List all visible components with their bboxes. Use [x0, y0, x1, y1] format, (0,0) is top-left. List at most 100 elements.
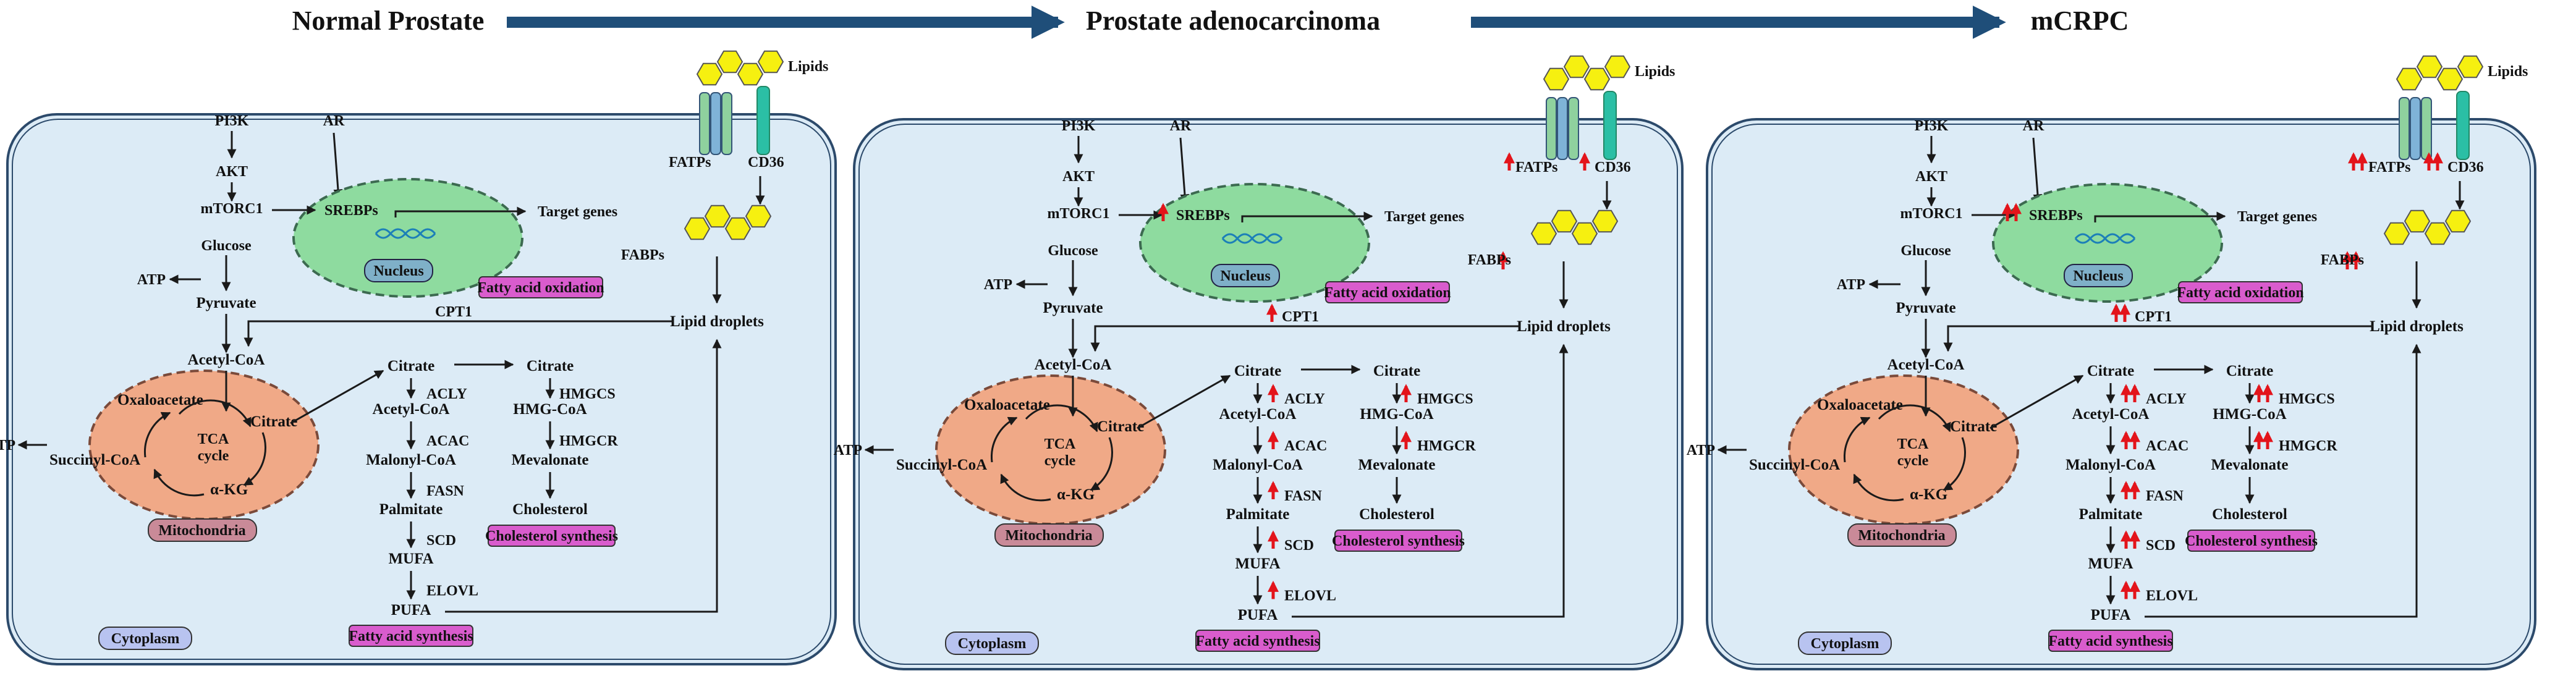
fatps-label: FATPs: [2368, 159, 2410, 175]
malonyl-coa-label: Malonyl-CoA: [1213, 457, 1303, 473]
tca-arrow: [1000, 473, 1051, 502]
mtorc1-label: mTORC1: [1900, 206, 1963, 222]
succinyl-coa-label: Succinyl-CoA: [1749, 457, 1840, 473]
acac-enzyme-label: ACAC: [1284, 438, 1327, 454]
cholesterol-label: Cholesterol: [512, 501, 588, 518]
citrate-label: Citrate: [2087, 363, 2134, 379]
pufa-to-lipid-droplets-arrow: [1292, 344, 1569, 618]
srebps-label: SREBPs: [324, 203, 378, 219]
nucleus-label-box: [364, 259, 433, 282]
palmitate-label: Palmitate: [1226, 506, 1290, 523]
mito-citrate-label: Citrate: [1097, 418, 1144, 435]
palmitate-label: Palmitate: [2079, 506, 2143, 523]
cpt1-arrow: [244, 320, 674, 347]
elovl-enzyme-label: ELOVL: [2146, 588, 2198, 604]
cycle-label: cycle: [1044, 453, 1076, 469]
lipid-hexagon: [1583, 67, 1611, 91]
glucose-label: Glucose: [201, 238, 252, 254]
cycle-label: cycle: [1897, 453, 1929, 469]
lipid-hexagon: [757, 50, 784, 74]
pathway-arrow: [1179, 137, 1190, 204]
mtorc1-label: mTORC1: [1048, 206, 1110, 222]
akt-label: AKT: [1915, 169, 1947, 185]
pufa-label: PUFA: [2091, 607, 2131, 623]
pufa-to-lipid-droplets-arrow: [445, 339, 722, 613]
lipid-hexagon: [2396, 67, 2423, 91]
cholesterol-synthesis-box-label: Cholesterol synthesis: [485, 528, 618, 544]
cholesterol-synthesis-box: [1334, 530, 1462, 552]
nucleus: [1139, 183, 1370, 303]
lipid-hexagon: [2436, 67, 2464, 91]
mitochondria-label-box: [994, 523, 1104, 547]
citrate-label: Citrate: [388, 358, 434, 374]
acac-enzyme-label: ACAC: [426, 433, 469, 449]
fatp-transporter: [1568, 97, 1579, 160]
stage-title-adenocarcinoma: Prostate adenocarcinoma: [1086, 6, 1380, 36]
succinyl-coa-label: Succinyl-CoA: [49, 452, 140, 468]
hmgcs-enzyme-label: HMGCS: [559, 386, 616, 402]
nucleus-label: Nucleus: [1220, 268, 1270, 284]
pyruvate-label: Pyruvate: [1896, 300, 1955, 316]
glucose-label: Glucose: [1048, 243, 1098, 259]
fabps-label: FABPs: [2321, 252, 2364, 268]
lipids-label: Lipids: [788, 59, 828, 75]
hmgcr-enzyme-label: HMGCR: [559, 433, 618, 449]
cytoplasm-label-box: [98, 627, 192, 650]
fatps-label: FATPs: [669, 154, 711, 171]
cytoplasm-label: Cytoplasm: [958, 636, 1027, 652]
cpt1-label: CPT1: [435, 304, 472, 320]
cd36-transporter: [2456, 91, 2470, 160]
cd36-transporter: [1603, 91, 1617, 160]
scd-enzyme-label: SCD: [1284, 538, 1314, 554]
target-genes-arrow: [2094, 211, 2226, 222]
mito-citrate-label: Citrate: [250, 413, 297, 430]
acac-enzyme-label: ACAC: [2146, 438, 2188, 454]
pufa-label: PUFA: [391, 602, 431, 619]
lipid-droplets-label: Lipid droplets: [1517, 318, 1611, 335]
fatps-label: FATPs: [1515, 159, 1557, 175]
cd36-label: CD36: [2447, 159, 2484, 175]
target-genes-label: Target genes: [2237, 209, 2317, 225]
lipid-droplets-label: Lipid droplets: [670, 313, 764, 330]
nucleus-label: Nucleus: [373, 263, 423, 279]
hmg-coa-label: HMG-CoA: [1360, 406, 1433, 423]
akt-label: AKT: [1062, 169, 1095, 185]
lipid-hexagon: [2424, 222, 2451, 245]
acetyl-coa-label: Acetyl-CoA: [1035, 357, 1112, 373]
cholesterol-synthesis-box: [488, 525, 616, 547]
fatp-transporter: [710, 92, 721, 155]
fabps-label: FABPs: [621, 247, 664, 263]
tca-arrow: [243, 432, 266, 486]
lipid-hexagon: [1571, 222, 1598, 245]
acetyl-coa-label: Acetyl-CoA: [2072, 406, 2150, 423]
akg-label: α-KG: [210, 481, 248, 498]
lipid-hexagon: [2416, 55, 2443, 78]
fatty-acid-oxidation-box: [478, 276, 603, 298]
lipid-hexagon: [1530, 222, 1557, 245]
cd36-label: CD36: [1595, 159, 1631, 175]
mito-citrate-label: Citrate: [1950, 418, 1997, 435]
hmg-coa-label: HMG-CoA: [513, 401, 587, 418]
cholesterol-label: Cholesterol: [2212, 506, 2287, 523]
atp-label: ATP: [1837, 277, 1865, 293]
cytoplasm-label: Cytoplasm: [1811, 636, 1879, 652]
glucose-label: Glucose: [1900, 243, 1951, 259]
fatp-transporter: [1557, 97, 1568, 160]
pathway-arrow: [2032, 137, 2043, 204]
cd36-label: CD36: [748, 154, 784, 171]
lipid-hexagon: [1604, 55, 1631, 78]
mevalonate-label: Mevalonate: [1358, 457, 1436, 473]
hmgcr-enzyme-label: HMGCR: [1417, 438, 1476, 454]
fasn-enzyme-label: FASN: [1284, 488, 1323, 504]
cholesterol-label: Cholesterol: [1359, 506, 1434, 523]
citrate-2-label: Citrate: [1373, 363, 1420, 379]
fatp-transporter: [1546, 97, 1557, 160]
malonyl-coa-label: Malonyl-CoA: [2065, 457, 2156, 473]
cholesterol-synthesis-box: [2187, 530, 2315, 552]
hmgcr-enzyme-label: HMGCR: [2279, 438, 2337, 454]
mevalonate-label: Mevalonate: [2211, 457, 2289, 473]
fatty-acid-synthesis-box-label: Fatty acid synthesis: [2048, 633, 2172, 649]
acly-enzyme-label: ACLY: [1284, 391, 1325, 407]
